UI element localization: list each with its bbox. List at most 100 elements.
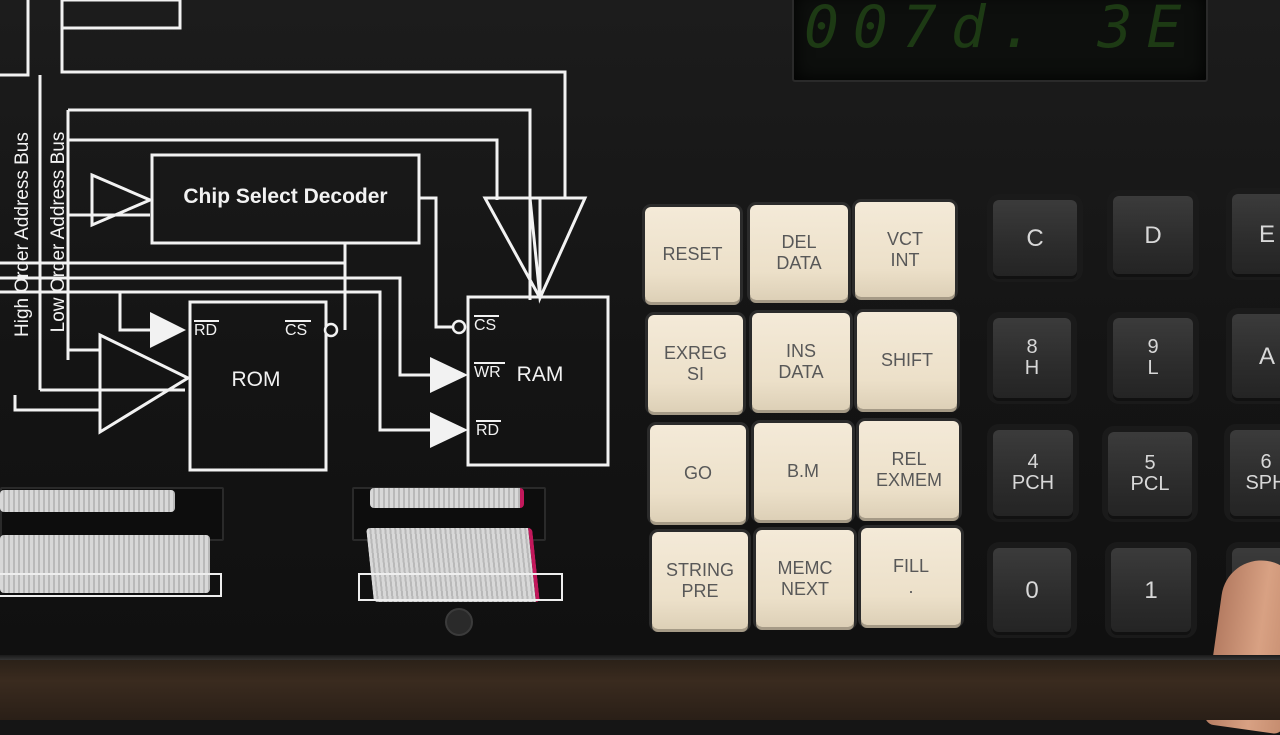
key-label-primary: REL: [891, 448, 927, 469]
key-label-secondary: PCH: [1011, 472, 1055, 494]
rom-input-line-1: [13, 395, 100, 412]
key-label-secondary: .: [908, 576, 914, 597]
ram-rd-label: RD: [476, 422, 500, 439]
left-header-slot: [0, 573, 222, 597]
key-label-primary: FILL: [892, 555, 930, 576]
key-label-primary: INS: [785, 340, 816, 361]
rd-line: [0, 290, 440, 432]
key-label-primary: C: [1026, 224, 1044, 252]
low-bus-label: Low Order Address Bus: [48, 131, 69, 333]
ram-cs-label: CS: [474, 317, 497, 334]
key-label-primary: E: [1258, 220, 1275, 248]
function-key[interactable]: RESET: [645, 207, 740, 302]
rom-cs-label: CS: [285, 322, 308, 339]
wooden-table: [0, 660, 1280, 720]
left-ribbon-cable: [0, 535, 210, 593]
key-label-secondary: NEXT: [780, 578, 829, 599]
key-label-primary: 0: [1025, 576, 1039, 604]
ram-input-arrow-a: [482, 196, 542, 299]
rom-label: ROM: [231, 368, 281, 391]
rom-input-arrow: [98, 332, 192, 435]
ram-rd-arrow: [430, 412, 468, 448]
left-ribbon-cable-top: [0, 490, 175, 512]
schematic-diagram: [0, 0, 610, 472]
key-label-secondary: INT: [890, 249, 920, 270]
key-label-secondary: PRE: [681, 580, 719, 601]
key-label-secondary: SPH: [1245, 472, 1280, 494]
function-key[interactable]: SHIFT: [857, 312, 957, 409]
key-label-primary: 1: [1144, 576, 1158, 604]
bus-line-top-box: [62, 0, 182, 30]
bus-line-2: [68, 108, 532, 300]
key-label-secondary: H: [1024, 357, 1040, 379]
bus-line-1: [60, 0, 567, 198]
function-key[interactable]: FILL.: [861, 528, 961, 625]
bus-line-3: [68, 138, 499, 200]
key-label-secondary: PCL: [1130, 473, 1170, 495]
ram-label: RAM: [516, 363, 564, 386]
hex-key[interactable]: A: [1232, 314, 1280, 398]
wr-line: [0, 276, 440, 377]
key-label-secondary: L: [1147, 357, 1159, 379]
key-label-primary: D: [1144, 221, 1162, 249]
key-label-primary: A: [1258, 342, 1275, 370]
center-ribbon-cable-top: [370, 488, 524, 508]
key-label-primary: B.M: [786, 461, 819, 481]
function-key[interactable]: B.M: [754, 423, 852, 520]
seven-segment-display: 007d. 3E: [792, 0, 1208, 82]
key-label-primary: 5: [1144, 452, 1156, 474]
key-label-primary: MEMC: [777, 557, 833, 578]
panel-edge: [0, 655, 1280, 663]
hex-key[interactable]: E: [1232, 194, 1280, 274]
key-label-secondary: SI: [686, 363, 704, 384]
ram-wr-label: WR: [474, 364, 501, 381]
decoder-to-ram-cs: [419, 196, 458, 329]
key-label-primary: 4: [1027, 451, 1039, 473]
key-label-primary: EXREG: [663, 342, 728, 363]
ram-cs-bubble: [451, 319, 467, 335]
key-label-primary: RESET: [662, 244, 723, 264]
chip-select-label: Chip Select Decoder: [183, 185, 388, 208]
display-digits: 007d. 3E: [804, 0, 1196, 61]
hex-key[interactable]: 1: [1111, 548, 1191, 632]
key-label-primary: GO: [683, 463, 712, 483]
rom-rd-label: RD: [194, 322, 218, 339]
key-label-secondary: DATA: [776, 252, 822, 273]
key-label-primary: VCT: [887, 228, 923, 249]
function-key[interactable]: GO: [650, 425, 746, 522]
rom-box: [188, 300, 328, 472]
panel-screw: [445, 608, 473, 636]
key-label-primary: 8: [1026, 336, 1038, 358]
key-label-primary: 9: [1147, 336, 1159, 358]
bus-line-top-left: [0, 0, 30, 77]
center-header-slot: [358, 573, 563, 601]
rom-rd-line: [118, 292, 150, 332]
key-label-secondary: DATA: [778, 361, 824, 382]
ram-wr-arrow: [430, 357, 468, 393]
ram-input-arrow-b: [528, 196, 588, 304]
key-label-primary: STRING: [665, 559, 734, 580]
key-label-secondary: EXMEM: [875, 469, 942, 490]
decoder-input-arrow: [90, 172, 154, 228]
key-label-primary: SHIFT: [881, 350, 933, 370]
rom-cs-bubble: [323, 322, 339, 338]
hex-key[interactable]: 0: [993, 548, 1071, 632]
hex-key[interactable]: C: [993, 200, 1077, 276]
key-label-primary: DEL: [781, 231, 817, 252]
hex-key[interactable]: D: [1113, 196, 1193, 274]
rom-rd-arrow: [150, 312, 186, 348]
key-label-primary: 6: [1260, 451, 1272, 473]
